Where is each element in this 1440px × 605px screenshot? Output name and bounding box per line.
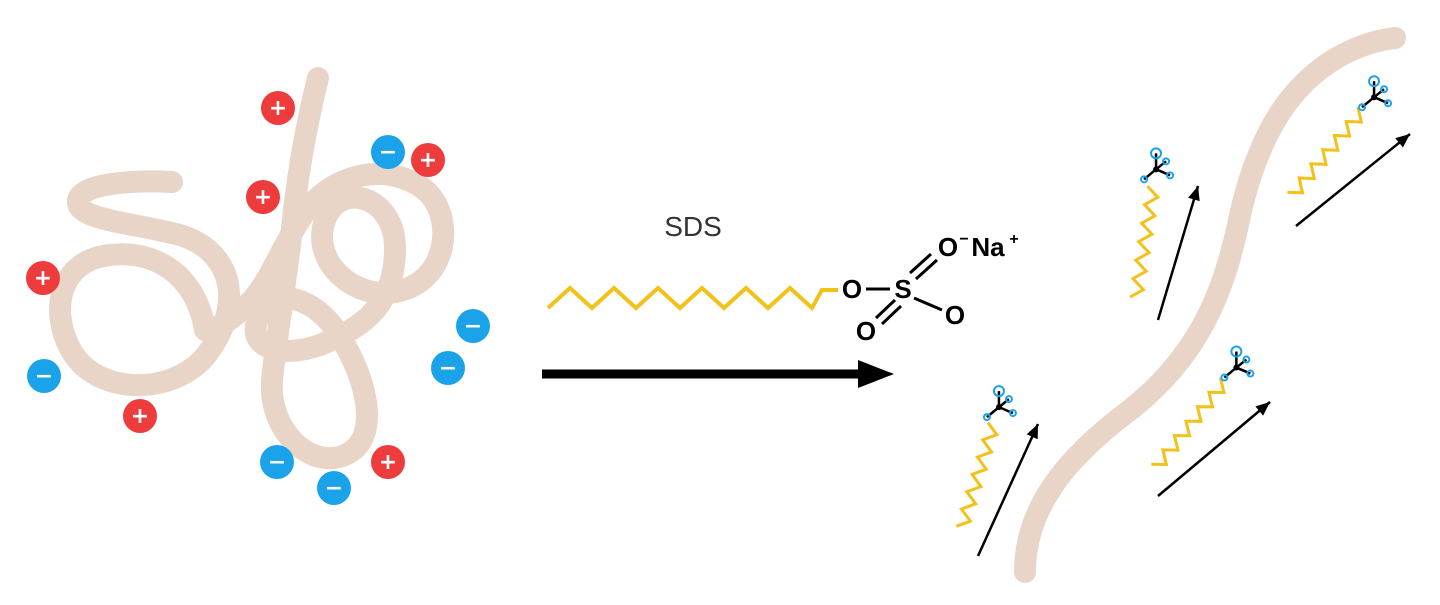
atom-ester-oxygen: O (842, 274, 862, 304)
negative-charge-symbol: − (268, 450, 286, 475)
bound-sds-tail (955, 421, 1000, 528)
charge-plus: + (1009, 231, 1018, 248)
bound-sds-molecule (1151, 345, 1271, 497)
bound-sds-head-icon (1140, 147, 1175, 184)
thin-arrow-icon (1157, 401, 1271, 497)
atom-double-oxygen-1: O (856, 316, 876, 346)
negative-charge-icon: − (371, 135, 405, 169)
negative-charge-symbol: − (439, 356, 457, 381)
negative-charge-icon: − (431, 351, 465, 385)
negative-charge-icon: − (317, 471, 351, 505)
positive-charge-icon: + (371, 445, 405, 479)
bound-sds-molecule (1287, 75, 1411, 227)
positive-charge-icon: + (261, 91, 295, 125)
positive-charge-icon: + (411, 143, 445, 177)
long-right-arrow-icon (542, 360, 894, 388)
positive-charge-icon: + (246, 180, 280, 214)
bound-sds-tail (1287, 106, 1364, 195)
reagent-group: SDS O S O − Na + O O (542, 211, 1019, 388)
reagent-label: SDS (664, 211, 722, 242)
positive-charge-symbol: + (34, 266, 52, 291)
negative-charge-icon: − (456, 309, 490, 343)
positive-charge-symbol: + (269, 96, 287, 121)
unfolded-protein (1014, 27, 1406, 583)
bond-s-o-bottom-a (874, 298, 897, 320)
bound-sds-molecules (955, 75, 1411, 557)
bond-s-o-top-b (914, 258, 939, 281)
bound-sds-tail (1151, 377, 1226, 467)
bond-s-o-right (913, 296, 943, 312)
bound-sds-head-icon (1220, 345, 1255, 382)
bound-sds-tail (1129, 185, 1161, 299)
atom-counterion: Na (971, 232, 1005, 262)
negative-charge-symbol: − (379, 140, 397, 165)
sds-alkyl-tail (546, 285, 838, 312)
atom-sulfur: S (894, 274, 911, 304)
positive-charge-symbol: + (419, 148, 437, 173)
positive-charge-symbol: + (254, 185, 272, 210)
bond-s-o-bottom-b (880, 304, 903, 326)
thin-arrow-icon (1295, 133, 1411, 227)
positive-charge-symbol: + (379, 450, 397, 475)
bound-sds-molecule (1129, 147, 1200, 321)
bound-sds-head-icon (982, 385, 1017, 422)
charge-minus: − (959, 231, 968, 248)
negative-charge-symbol: − (464, 314, 482, 339)
negative-charge-symbol: − (325, 476, 343, 501)
bound-sds-molecule (955, 385, 1040, 557)
folded-protein: ++++++−−−−−− (26, 67, 490, 505)
negative-charge-symbol: − (35, 364, 53, 389)
bond-s-o-top-a (908, 252, 933, 275)
positive-charge-icon: + (26, 261, 60, 295)
thin-arrow-icon (1156, 185, 1200, 321)
surface-charges: ++++++−−−−−− (26, 91, 490, 505)
positive-charge-symbol: + (131, 404, 149, 429)
atom-anionic-oxygen: O (938, 232, 958, 262)
negative-charge-icon: − (27, 359, 61, 393)
thin-arrow-icon (976, 423, 1040, 557)
negative-charge-icon: − (260, 445, 294, 479)
atom-double-oxygen-2: O (945, 300, 965, 330)
unfolded-protein-chain (1014, 27, 1406, 583)
bound-sds-head-icon (1358, 75, 1393, 112)
positive-charge-icon: + (123, 399, 157, 433)
folded-protein-chain (49, 67, 455, 470)
